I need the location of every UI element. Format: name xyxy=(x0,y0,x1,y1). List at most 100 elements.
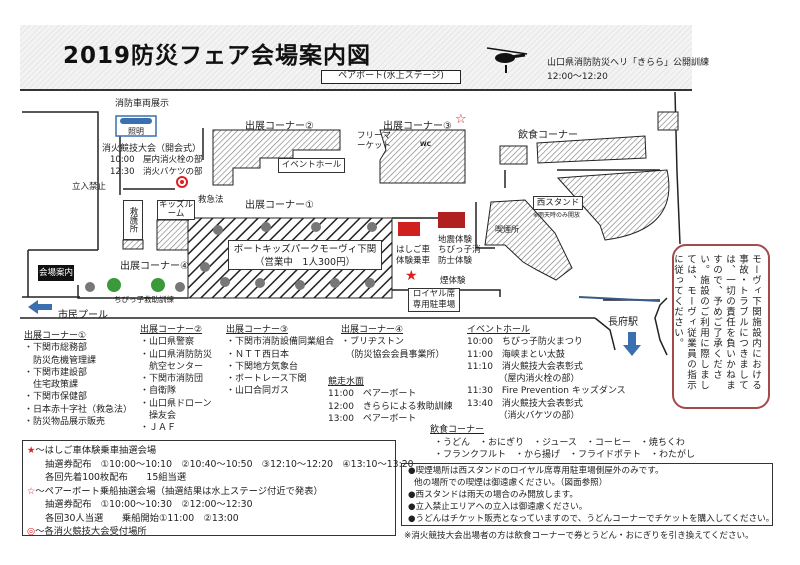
food-list: 飲食コーナー・うどん ・おにぎり ・ジュース ・コーヒー ・焼ちくわ・フランクフ… xyxy=(430,424,695,462)
quake-truck xyxy=(438,212,465,228)
label-no-entry: 立入禁止 xyxy=(72,182,107,192)
list-item: ・ＮＴＴ西日本 xyxy=(226,349,290,360)
kids-room: キッズルーム xyxy=(157,200,195,220)
list-item: 13:00 ペアーボート xyxy=(328,413,417,424)
corner3-list: 出展コーナー③ ・下関市消防設備同業組合・ＮＴＴ西日本・下関地方気象台・ボートレー… xyxy=(226,324,334,398)
label-food: 飲食コーナー xyxy=(518,130,578,141)
label-first-aid: 救急法 xyxy=(198,195,224,205)
label-corner4: 出展コーナー④ xyxy=(120,261,189,272)
note: ●西スタンドは雨天の場合のみ開放します。 xyxy=(408,490,578,500)
list-title: 出展コーナー④ xyxy=(341,325,404,335)
list-item: 11:10 消火競技大会表彰式 xyxy=(467,361,583,372)
list-item: ・下関市保健部 xyxy=(24,392,88,403)
wc-label: WC xyxy=(420,141,432,148)
footnote: ※消火競技大会出場者の方は飲食コーナーで券とうどん・おにぎりを引き換えてください… xyxy=(404,531,754,541)
label-ladder: はしご車体験乗車 xyxy=(396,245,431,266)
list-title: 出展コーナー③ xyxy=(226,325,289,335)
helicopter-icon xyxy=(486,47,528,73)
moovy-box: ボートキッズパークモーヴィ下関 （営業中 1人300円） xyxy=(228,240,382,270)
ladder-truck xyxy=(398,222,420,236)
west-stand: 西スタンド xyxy=(533,196,583,210)
info-desk: 会場案内 xyxy=(38,265,74,281)
list-title: イベントホール xyxy=(467,325,531,335)
moovy-sub: （営業中 1人300円） xyxy=(254,257,356,268)
arrow-left-icon xyxy=(28,300,52,314)
label-kids-fire: ちびっ子消防士体験 xyxy=(438,245,481,266)
list-item: ・下関市消防団 xyxy=(140,374,204,385)
list-item: ・下関市消防設備同業組合 xyxy=(226,337,335,348)
star-filled-icon: ★ xyxy=(405,268,418,284)
list-item: ・ＪＡＦ xyxy=(140,423,177,434)
legend-ladder-times: 抽選券配布 ①10:00～10:10 ②10:40～10:50 ③12:10～1… xyxy=(45,458,414,470)
corner1-list: 出展コーナー①・下関市総務部 防災危機管理課・下関市建設部 住宅政策課・下関市保… xyxy=(24,330,132,428)
label-opening-2: 12:30 消火バケツの部 xyxy=(110,167,203,177)
list-item: 11:30 Fire Prevention キッズダンス xyxy=(467,386,626,397)
label-opening-1: 10:00 屋内消火栓の部 xyxy=(110,155,203,165)
list-item: ・下関市建設部 xyxy=(24,367,88,378)
list-item: 13:40 消火競技大会表彰式 xyxy=(467,398,583,409)
heli-time: 12:00～12:20 xyxy=(547,72,608,82)
moovy-notice: モーヴィ下関施設内における事故・トラブルにつきましては、一切の責任を負いかねます… xyxy=(672,244,770,409)
arrow-down-icon xyxy=(623,332,641,356)
list-item: ・ブリヂストン xyxy=(341,337,405,348)
notes-box: ●喫煙場所は西スタンドのロイヤル席専用駐車場側屋外のみです。 他の場所での喫煙は… xyxy=(401,463,775,526)
label-quake: 地震体験 xyxy=(438,235,473,245)
list-item: （消火バケツの部） xyxy=(467,411,580,422)
list-item: ・うどん ・おにぎり ・ジュース ・コーヒー ・焼ちくわ xyxy=(434,437,685,448)
corner2-block xyxy=(212,129,341,186)
food-stall xyxy=(536,135,647,164)
list-title: 競走水面 xyxy=(328,377,365,387)
legend-box: ★～はしご車体験乗車抽選会場 抽選券配布 ①10:00～10:10 ②10:40… xyxy=(22,440,414,537)
west-stand-block xyxy=(556,169,670,241)
list-item: ・フランクフルト ・から揚げ ・フライドポテト ・わたがし xyxy=(434,450,696,460)
list-item: ・山口合同ガス xyxy=(226,386,290,397)
legend-ladder: ★～はしご車体験乗車抽選会場 xyxy=(27,445,157,456)
boundary-line xyxy=(578,296,661,302)
royal-parking: ロイヤル席専用駐車場 xyxy=(408,288,460,312)
legend-ladder-count: 各回先着100枚配布 15組当選 xyxy=(45,472,187,483)
moovy-name: ボートキッズパークモーヴィ下関 xyxy=(233,244,377,255)
label-smoking: 喫煙所 xyxy=(495,225,519,234)
food-stall xyxy=(499,145,528,165)
list-item: ・山口県消防防災 xyxy=(140,349,213,360)
event-hall: イベントホール xyxy=(278,158,345,173)
list-item: ・自衛隊 xyxy=(140,386,177,397)
legend-reception: ◎～各消火競技大会受付場所 xyxy=(27,526,147,537)
list-item: ・山口県警察 xyxy=(140,337,195,348)
legend-boat-count: 各回30人当選 乗船開始①11:00 ②13:00 xyxy=(45,512,239,524)
note: ●うどんはチケット販売となっていますので、うどんコーナーでチケットを購入してくだ… xyxy=(408,514,775,524)
list-item: 防災危機管理課 xyxy=(24,355,97,366)
label-corner2: 出展コーナー② xyxy=(245,121,314,132)
label-lighting: 照明 xyxy=(128,127,144,136)
list-item: ・下関市総務部 xyxy=(24,343,88,354)
label-corner1: 出展コーナー① xyxy=(245,200,314,211)
list-item: 11:00 ペアーボート xyxy=(328,389,417,400)
list-item: ・防災物品展示販売 xyxy=(24,417,106,428)
label-opening: 消火競技大会（開会式） xyxy=(102,144,202,154)
label-station: 長府駅 xyxy=(608,317,638,328)
label-kids-rescue: ちびっ子救助訓練 xyxy=(114,295,174,304)
list-item: ・下関地方気象台 xyxy=(226,361,299,372)
list-item: （防災協会会員事業所） xyxy=(341,349,445,360)
star-outline-icon: ☆ xyxy=(455,112,467,127)
stage-label: ペアボート(水上ステージ) xyxy=(321,70,461,84)
list-item: 操友会 xyxy=(140,411,177,422)
list-title: 出展コーナー① xyxy=(24,331,87,341)
corner2-list: 出展コーナー②・山口県警察・山口県消防防災 航空センター・下関市消防団・自衛隊・… xyxy=(140,324,212,435)
list-item: ・ボートレース下関 xyxy=(226,374,307,385)
smoking-block xyxy=(484,199,573,281)
list-item: （屋内消火栓の部） xyxy=(467,374,580,385)
list-title: 飲食コーナー xyxy=(430,425,485,435)
label-flea-market: フリーマーケット xyxy=(357,131,392,151)
trees xyxy=(85,222,377,292)
reception-marker xyxy=(176,176,188,188)
first-aid-room: 救護所 xyxy=(123,200,143,240)
west-stand-note: ※雨天時のみ開放 xyxy=(533,212,581,219)
note: 他の場所での喫煙は御遠慮ください。（図面参照） xyxy=(414,478,608,488)
legend-boat: ☆～ペアーボート乗船抽選会場（抽選結果は水上ステージ付近で発表） xyxy=(27,485,323,497)
list-item: 11:00 海峡まとい太鼓 xyxy=(467,349,565,360)
legend-boat-times: 抽選券配布 ①10:00～10:30 ②12:00～12:30 xyxy=(45,499,253,510)
note: ●喫煙場所は西スタンドのロイヤル席専用駐車場側屋外のみです。 xyxy=(408,466,664,476)
